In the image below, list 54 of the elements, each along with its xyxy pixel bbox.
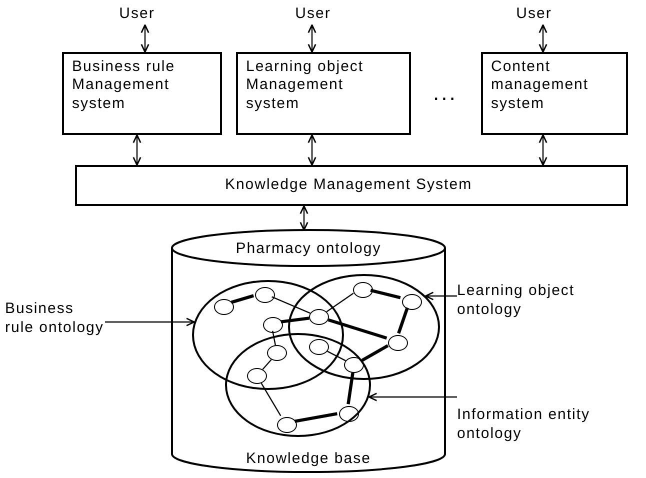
concept-node <box>309 339 329 355</box>
link-line <box>327 350 346 362</box>
leader-arrow <box>105 318 195 326</box>
user-label: User <box>115 5 159 25</box>
concept-node <box>255 287 275 303</box>
link-line <box>328 318 388 340</box>
double-arrow <box>308 134 316 166</box>
double-arrow <box>538 24 548 53</box>
ontology-label: Learning object ontology <box>457 282 617 326</box>
link-line <box>272 296 310 314</box>
concept-node <box>309 309 329 325</box>
ontology-ellipse <box>192 280 344 390</box>
double-arrow <box>140 24 150 53</box>
leader-arrow <box>424 292 457 300</box>
double-arrow <box>300 205 308 231</box>
link-line <box>280 316 310 324</box>
concept-node <box>339 406 359 422</box>
link-line <box>397 307 409 334</box>
link-line <box>262 359 272 370</box>
system-box: Content management system <box>481 52 628 135</box>
system-box: Knowledge Management System <box>75 165 628 206</box>
concept-node <box>263 317 283 333</box>
double-arrow <box>538 134 548 166</box>
ontology-label: Business rule ontology <box>5 300 105 344</box>
concept-node <box>277 417 297 433</box>
link-line <box>272 330 276 346</box>
database-cylinder <box>172 230 445 472</box>
user-label: User <box>512 5 556 25</box>
concept-node <box>247 368 267 384</box>
user-label: User <box>291 5 335 25</box>
ontology-ellipse <box>288 274 440 380</box>
ontology-ellipse <box>225 333 371 437</box>
link-line <box>346 372 354 404</box>
system-box: Learning object Management system <box>236 52 411 135</box>
link-line <box>230 294 254 304</box>
concept-node <box>402 294 422 310</box>
concept-node <box>353 282 373 298</box>
ontology-label: Information entity ontology <box>457 406 637 450</box>
link-line <box>370 288 401 300</box>
system-box: Business rule Management system <box>62 52 222 135</box>
database-title: Pharmacy ontology <box>234 240 382 257</box>
concept-node <box>388 335 408 351</box>
leader-arrow <box>368 392 457 402</box>
link-line <box>294 412 338 423</box>
link-line <box>326 292 354 312</box>
double-arrow <box>308 24 316 53</box>
database-label: Knowledge base <box>245 450 372 467</box>
concept-node <box>344 357 364 373</box>
ellipsis-text: ... <box>433 80 458 106</box>
link-line <box>361 344 389 362</box>
link-line <box>260 382 282 416</box>
concept-node <box>214 299 234 315</box>
double-arrow <box>132 134 142 166</box>
concept-node <box>267 345 287 361</box>
